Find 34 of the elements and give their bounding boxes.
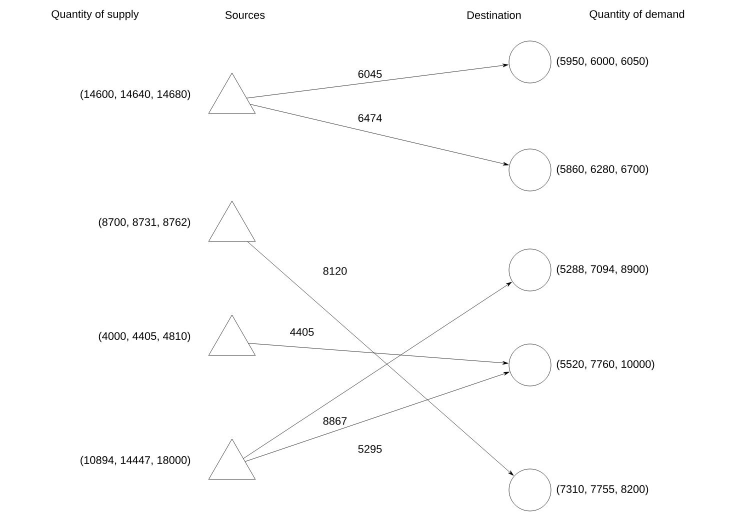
edge-label: 8867 xyxy=(322,416,348,426)
arrow xyxy=(243,282,512,459)
column-heading: Destination xyxy=(468,10,521,20)
demand-quantity: (5950, 6000, 6050) xyxy=(556,56,648,68)
supply-quantity: (8700, 8731, 8762) xyxy=(98,218,190,228)
source-triangle xyxy=(208,200,256,242)
edge-label: 8120 xyxy=(322,266,348,276)
source-triangle xyxy=(208,438,256,480)
arrow xyxy=(250,104,509,166)
supply-quantity: (4000, 4405, 4810) xyxy=(98,332,190,342)
destination-circle xyxy=(508,148,552,192)
arrow xyxy=(248,343,508,365)
edge-label: 6474 xyxy=(356,113,384,123)
column-heading: Quantity of demand xyxy=(590,10,684,20)
source-triangle xyxy=(208,314,256,356)
edge-label: 4405 xyxy=(288,327,316,337)
column-heading: Quantity of supply xyxy=(52,10,139,20)
column-heading: Sources xyxy=(225,11,265,19)
demand-quantity: (7310, 7755, 8200) xyxy=(556,484,648,496)
arrow xyxy=(246,64,508,98)
demand-quantity: (5520, 7760, 10000) xyxy=(556,360,654,370)
destination-circle xyxy=(508,344,552,386)
destination-circle xyxy=(508,248,552,292)
demand-quantity: (5860, 6280, 6700) xyxy=(556,164,648,176)
edge-label: 6045 xyxy=(356,69,384,79)
destination-circle xyxy=(508,468,552,512)
demand-quantity: (5288, 7094, 8900) xyxy=(556,264,648,276)
arrow xyxy=(247,242,514,476)
arrow xyxy=(245,372,510,462)
supply-quantity: (14600, 14640, 14680) xyxy=(80,90,190,100)
edge-label: 5295 xyxy=(356,444,384,454)
source-triangle xyxy=(208,72,256,114)
destination-circle xyxy=(508,40,552,84)
supply-quantity: (10894, 14447, 18000) xyxy=(80,456,190,466)
